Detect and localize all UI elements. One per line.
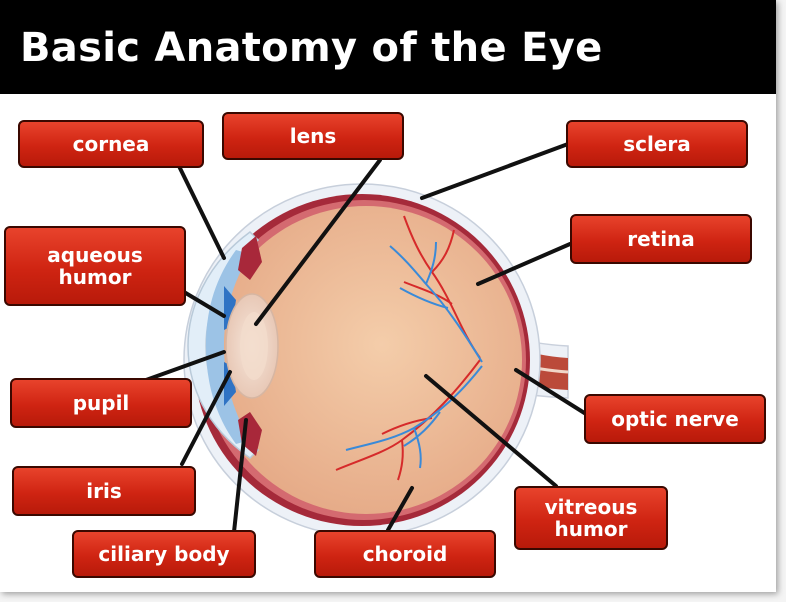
retinal-veins bbox=[345, 241, 483, 469]
leader-sclera bbox=[420, 142, 570, 200]
leader-optic-nerve bbox=[514, 368, 588, 416]
label-optic-nerve: optic nerve bbox=[584, 394, 766, 444]
leader-cornea bbox=[174, 158, 226, 260]
leader-retina bbox=[476, 242, 572, 286]
leader-lens bbox=[254, 158, 382, 326]
label-pupil: pupil bbox=[10, 378, 192, 428]
label-retina: retina bbox=[570, 214, 752, 264]
retinal-arteries bbox=[335, 215, 481, 481]
label-iris: iris bbox=[12, 466, 196, 516]
leader-aqueous-humor bbox=[182, 290, 226, 318]
label-sclera: sclera bbox=[566, 120, 748, 168]
eye-diagram bbox=[144, 142, 588, 537]
slide: Basic Anatomy of the Eye bbox=[0, 0, 776, 592]
page-title: Basic Anatomy of the Eye bbox=[20, 25, 603, 71]
leader-vitreous-humor bbox=[424, 374, 558, 488]
leader-choroid bbox=[386, 486, 414, 532]
label-lens: lens bbox=[222, 112, 404, 160]
label-vitreous-humor: vitreous humor bbox=[514, 486, 668, 550]
leader-pupil bbox=[144, 350, 226, 382]
label-cornea: cornea bbox=[18, 120, 204, 168]
label-ciliary-body: ciliary body bbox=[72, 530, 256, 578]
title-bar: Basic Anatomy of the Eye bbox=[0, 0, 776, 94]
ciliary-body-upper bbox=[238, 236, 262, 280]
label-choroid: choroid bbox=[314, 530, 496, 578]
leader-iris bbox=[180, 370, 232, 466]
label-aqueous-humor: aqueous humor bbox=[4, 226, 186, 306]
leader-lines bbox=[144, 142, 588, 534]
leader-ciliary-body bbox=[232, 418, 248, 534]
